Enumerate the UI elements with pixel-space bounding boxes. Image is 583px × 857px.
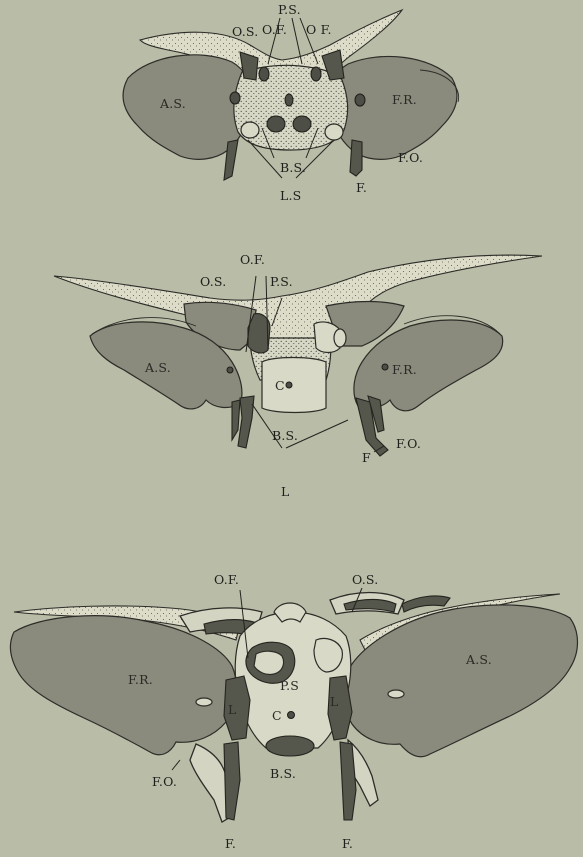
process-left-top bbox=[241, 122, 259, 138]
clinoid-tip-right-middle bbox=[334, 329, 346, 347]
foramen-left-middle bbox=[227, 367, 233, 373]
label-as-bottom: A.S. bbox=[465, 652, 492, 667]
optic-inner-bottom bbox=[254, 651, 284, 674]
greater-wing-right-bottom bbox=[344, 605, 578, 757]
label-of-right-top: O F. bbox=[306, 22, 332, 37]
label-of-left-top: O.F. bbox=[262, 22, 287, 37]
figure-top: P.S. O.S. O.F. O F. A.S. F.R. F.O. B.S. … bbox=[123, 2, 459, 203]
label-fo-top: F.O. bbox=[398, 150, 423, 165]
figure-bottom: O.F. O.S. A.S. F.R. P.S L C L B.S. F.O. … bbox=[11, 572, 578, 851]
pterygoid-left-middle bbox=[238, 396, 254, 448]
label-fr-top: F.R. bbox=[392, 92, 417, 107]
foramen-right-middle bbox=[382, 364, 388, 370]
label-ps-top: P.S. bbox=[278, 2, 301, 17]
label-os-bottom: O.S. bbox=[352, 572, 378, 587]
carotid-dot-bottom bbox=[288, 712, 295, 719]
basilar-bottom bbox=[266, 736, 314, 756]
foramen-left-top bbox=[230, 92, 240, 104]
label-as-top: A.S. bbox=[159, 96, 186, 111]
label-of-middle: O.F. bbox=[240, 252, 265, 267]
label-fo-bottom: F.O. bbox=[152, 774, 177, 789]
foramen-left-bottom bbox=[196, 698, 212, 706]
sinus-opening-right-top bbox=[293, 116, 311, 132]
label-l-right-bottom: L bbox=[330, 694, 339, 709]
clivus-middle bbox=[262, 358, 326, 413]
optic-foramen-left-top bbox=[259, 67, 269, 81]
figure-middle: O.F. O.S. P.S. A.S. F.R. C B.S. F.O. F L bbox=[54, 252, 542, 499]
label-c-bottom: C bbox=[272, 708, 282, 723]
label-f-top: F. bbox=[356, 180, 367, 195]
label-as-middle: A.S. bbox=[144, 360, 171, 375]
pterygoid-left2-middle bbox=[232, 400, 240, 440]
foramen-right-top bbox=[355, 94, 365, 106]
label-f-middle: F bbox=[362, 450, 371, 465]
label-bs-top: B.S. bbox=[280, 160, 306, 175]
pterygoid-left-dark-bottom bbox=[224, 742, 240, 820]
sinus-opening-left-top bbox=[267, 116, 285, 132]
label-ls-top: L.S bbox=[280, 188, 301, 203]
label-bs-bottom: B.S. bbox=[270, 766, 296, 781]
label-ps-middle: P.S. bbox=[270, 274, 293, 289]
label-c-middle: C bbox=[275, 378, 285, 393]
label-os-middle: O.S. bbox=[200, 274, 226, 289]
label-fr-bottom: F.R. bbox=[128, 672, 153, 687]
label-fo-middle: F.O. bbox=[396, 436, 421, 451]
optic-foramen-right-top bbox=[311, 67, 321, 81]
label-ps-bottom: P.S bbox=[280, 678, 299, 693]
rostrum-top bbox=[285, 94, 293, 106]
label-os-top: O.S. bbox=[232, 24, 258, 39]
label-f-right-bottom: F. bbox=[342, 836, 353, 851]
label-of-bottom: O.F. bbox=[214, 572, 239, 587]
greater-wing-left-bottom bbox=[11, 616, 237, 755]
label-l-middle: L bbox=[281, 484, 290, 499]
right-clinoid-bottom bbox=[314, 638, 342, 672]
label-f-left-bottom: F. bbox=[225, 836, 236, 851]
label-bs-middle: B.S. bbox=[272, 428, 298, 443]
rostrum-middle bbox=[286, 382, 292, 388]
label-l-left-bottom: L bbox=[228, 702, 237, 717]
pterygoid-right-top bbox=[350, 140, 362, 176]
process-right-top bbox=[325, 124, 343, 140]
foramen-right-bottom bbox=[388, 690, 404, 698]
label-fr-middle: F.R. bbox=[392, 362, 417, 377]
